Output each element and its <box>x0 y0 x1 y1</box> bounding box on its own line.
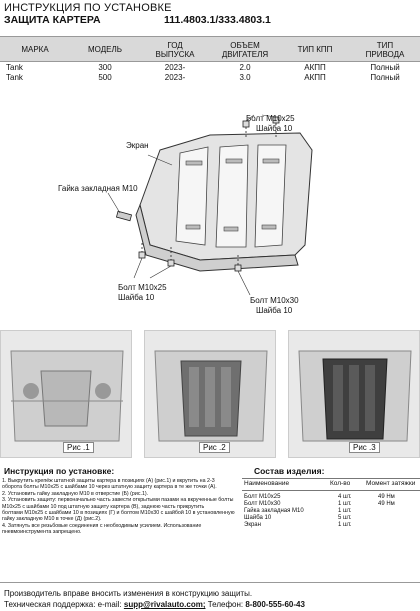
doc-title-line1: ИНСТРУКЦИЯ ПО УСТАНОВКЕ <box>4 2 172 14</box>
cell-gearbox: АКПП <box>304 63 326 72</box>
col-brand: МАРКА <box>21 45 49 54</box>
label-bolt-left: Болт М10х25 <box>118 283 167 292</box>
nut-icon <box>115 210 133 222</box>
label-bolt-right: Болт М10х30 <box>250 296 299 305</box>
photo-fig2: Рис .2 <box>144 330 276 458</box>
col-drive: ТИП ПРИВОДА <box>365 41 405 59</box>
cell-gearbox: АКПП <box>304 73 326 82</box>
photo-caption: Рис .3 <box>349 442 380 453</box>
label-washer-top: Шайба 10 <box>256 124 293 133</box>
spec-table-header: МАРКА МОДЕЛЬ ГОД ВЫПУСКА ОБЪЕМ ДВИГАТЕЛЯ… <box>0 36 420 62</box>
photo-caption: Рис .2 <box>199 442 230 453</box>
undercarriage-image <box>1 331 131 457</box>
cell-model: 300 <box>98 63 112 72</box>
plate-ribs <box>175 144 287 248</box>
undercarriage-image <box>289 331 419 457</box>
product-code: 111.4803.1/333.4803.1 <box>164 14 271 26</box>
kit-item-qty: 4 шт. <box>338 494 352 500</box>
label-screen: Экран <box>126 141 149 150</box>
instructions-text: 1. Выкрутить крепёж штатной защиты карте… <box>2 478 235 536</box>
col-model: МОДЕЛЬ <box>88 45 122 54</box>
doc-title-line2: ЗАЩИТА КАРТЕРА <box>4 14 101 26</box>
spec-row: Tank 500 2023- 3.0 АКПП Полный <box>0 72 420 83</box>
photo-fig3: Рис .3 <box>288 330 420 458</box>
support-email-link[interactable]: supp@rivalauto.com; <box>123 600 206 609</box>
cell-brand: Tank <box>6 73 23 82</box>
photo-fig1: Рис .1 <box>0 330 132 458</box>
kit-item-qty: 1 шт. <box>338 522 352 528</box>
label-washer-left: Шайба 10 <box>118 293 155 302</box>
kit-item-qty: 5 шт. <box>338 515 352 521</box>
undercarriage-image <box>145 331 275 457</box>
spec-row: Tank 300 2023- 2.0 АКПП Полный <box>0 62 420 73</box>
kit-item-qty: 1 шт. <box>338 501 352 507</box>
kit-divider <box>242 490 420 491</box>
cell-engine: 2.0 <box>239 63 251 72</box>
cell-brand: Tank <box>6 63 23 72</box>
kit-header-torque: Момент затяжки <box>366 480 416 487</box>
col-gearbox: ТИП КПП <box>297 45 333 54</box>
kit-item-name: Шайба 10 <box>244 515 272 521</box>
label-bolt-top: Болт М10х25 <box>246 114 295 123</box>
instructions-title: Инструкция по установке: <box>4 466 115 476</box>
kit-divider <box>242 478 420 479</box>
cell-year: 2023- <box>164 63 186 72</box>
kit-item-name: Экран <box>244 522 261 528</box>
document-header: ИНСТРУКЦИЯ ПО УСТАНОВКЕ ЗАЩИТА КАРТЕРА 1… <box>4 2 416 36</box>
assembly-drawing <box>107 114 313 296</box>
cell-model: 500 <box>98 73 112 82</box>
cell-year: 2023- <box>164 73 186 82</box>
plate-slots <box>185 158 280 232</box>
photo-caption: Рис .1 <box>63 442 94 453</box>
leader-lines <box>107 114 277 296</box>
label-washer-right: Шайба 10 <box>256 306 293 315</box>
col-year: ГОД ВЫПУСКА <box>155 41 195 59</box>
support-phone: 8-800-555-60-43 <box>245 600 305 609</box>
col-engine: ОБЪЕМ ДВИГАТЕЛЯ <box>221 41 269 59</box>
cell-engine: 3.0 <box>239 73 251 82</box>
footer-disclaimer: Производитель вправе вносить изменения в… <box>4 589 253 598</box>
kit-item-name: Болт М10х30 <box>244 501 281 507</box>
kit-header-name: Наименование <box>244 480 290 487</box>
label-nut: Гайка закладная М10 <box>58 184 138 193</box>
kit-header-qty: Кол-во <box>330 480 351 487</box>
kit-item-name: Гайка закладная М10 <box>244 508 304 514</box>
installation-photos: Рис .1 Рис .2 Рис .3 <box>0 330 420 458</box>
footer: Производитель вправе вносить изменения в… <box>0 582 420 611</box>
kit-item-name: Болт М10х25 <box>244 494 281 500</box>
kit-title: Состав изделия: <box>254 466 325 476</box>
cell-drive: Полный <box>370 73 400 82</box>
kit-item-torque: 49 Нм <box>378 494 395 500</box>
cell-drive: Полный <box>370 63 400 72</box>
footer-support: Техническая поддержка: e-mail: supp@riva… <box>4 600 305 609</box>
kit-item-torque: 49 Нм <box>378 501 395 507</box>
kit-item-qty: 1 шт. <box>338 508 352 514</box>
